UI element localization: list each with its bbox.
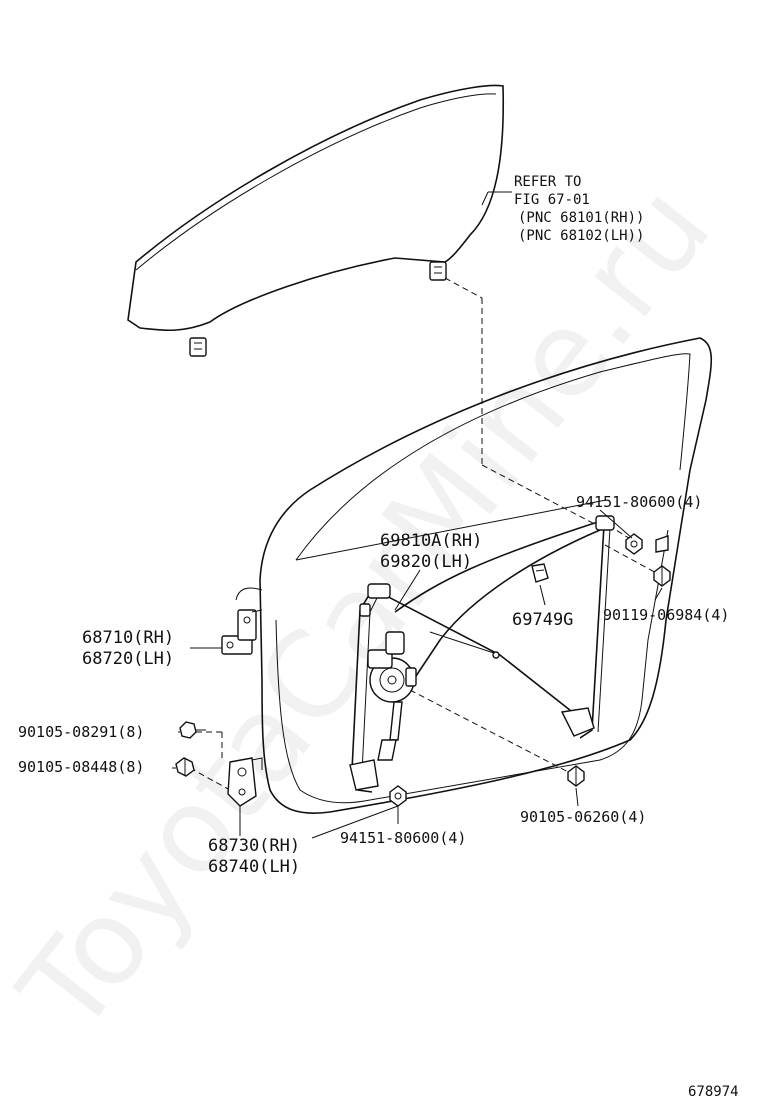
leader-bolt-90119 [654, 587, 663, 601]
dash-glass-rear [444, 277, 483, 299]
label-bolt-08291: 90105-08291(8) [18, 723, 144, 741]
dash-bolt-90119 [604, 544, 661, 576]
reference-leader-tip [481, 191, 489, 206]
bolt-90105-06260 [567, 765, 585, 787]
ref-line-2: FIG 67-01 [514, 192, 590, 208]
label-regulator-lh: 69820(LH) [380, 552, 472, 572]
glass-clip-front [189, 337, 207, 357]
label-bolt-08448: 90105-08448(8) [18, 758, 144, 776]
leader-regulator [394, 569, 421, 611]
label-hinge-upper-lh: 68720(LH) [82, 649, 174, 669]
hinge-upper [221, 609, 263, 655]
bolt-90119 [653, 565, 671, 587]
figure-number: 678974 [688, 1084, 739, 1100]
door-panel [235, 337, 713, 814]
label-regulator-rh: 69810A(RH) [380, 531, 482, 551]
hinge-lower [227, 757, 263, 807]
ref-line-4: (PNC 68102(LH)) [518, 228, 644, 244]
label-nut-top: 94151-80600(4) [576, 493, 702, 511]
glass-clip-rear [429, 261, 447, 281]
leader-nut-bottom [311, 805, 399, 839]
leader-nut-top [599, 509, 633, 539]
ref-line-1: REFER TO [514, 174, 581, 190]
label-nut-bottom: 94151-80600(4) [340, 829, 466, 847]
dash-glass-to-bracket [481, 464, 607, 531]
window-regulator [349, 515, 615, 793]
bolt-90105-08448 [175, 757, 195, 777]
label-hinge-lower-rh: 68730(RH) [208, 836, 300, 856]
nut-bottom-94151 [389, 785, 407, 807]
label-clip-69749g: 69749G [512, 610, 573, 630]
label-bolt-06260: 90105-06260(4) [520, 808, 646, 826]
label-hinge-lower-lh: 68740(LH) [208, 857, 300, 877]
window-glass [127, 84, 505, 332]
ref-line-3: (PNC 68101(RH)) [518, 210, 644, 226]
clip-69749g [531, 563, 549, 583]
dash-nut-top [599, 519, 633, 541]
door-bracket-small [655, 535, 669, 553]
dash-bolt-08448 [189, 767, 231, 791]
dash-bolt-06260 [409, 689, 575, 776]
leader-bolt-06260 [575, 787, 579, 807]
bolt-90105-08291 [179, 721, 206, 739]
leader-clip-69749g [539, 584, 546, 606]
label-hinge-upper-rh: 68710(RH) [82, 628, 174, 648]
label-bolt-90119: 90119-06984(4) [603, 606, 729, 624]
nut-top-94151 [625, 533, 643, 555]
